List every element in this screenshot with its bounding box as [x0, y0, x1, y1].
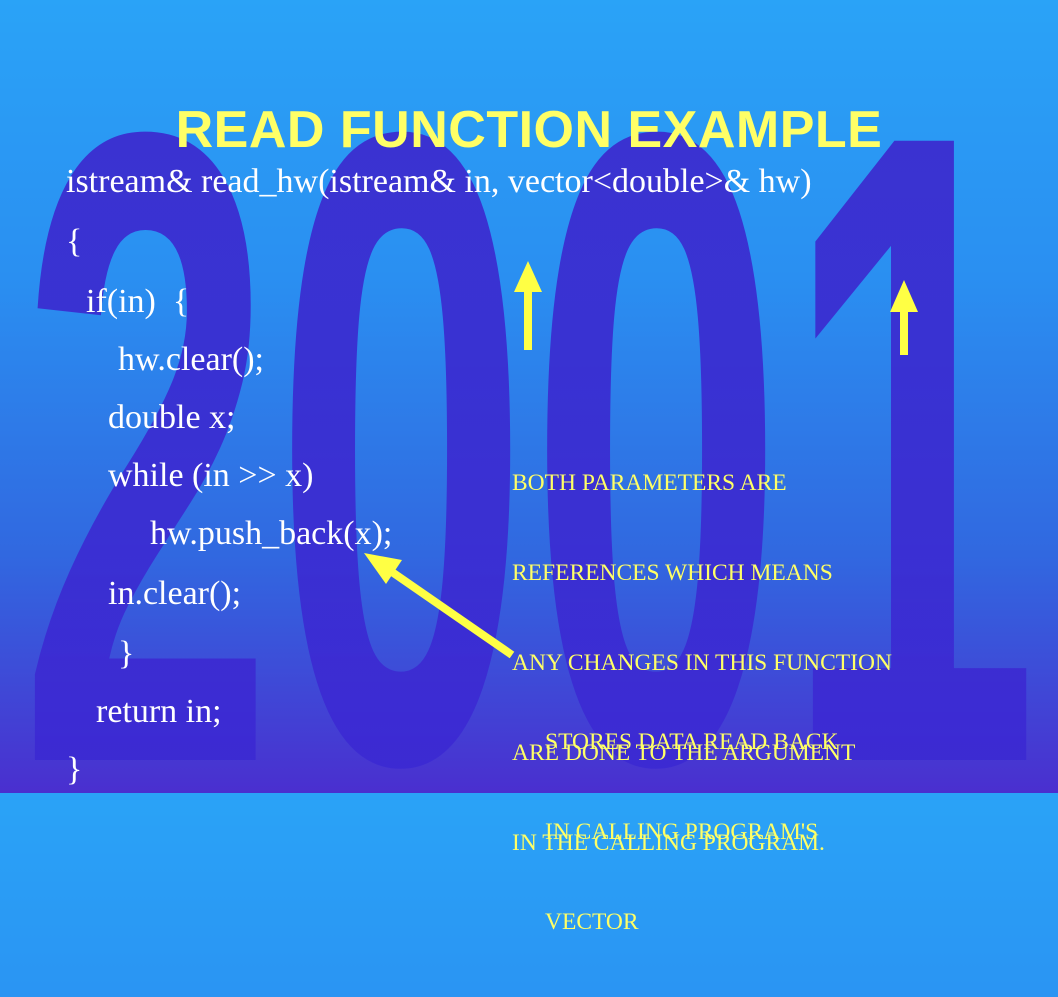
- code-line-close-brace: }: [66, 751, 83, 788]
- note-line: ARE DONE TO THE ARGUMENT: [512, 740, 856, 766]
- watermark-text: 2001: [19, 0, 1039, 793]
- note-line: ANY CHANGES IN THIS FUNCTION: [512, 650, 892, 676]
- note-line: VECTOR: [545, 909, 639, 935]
- slide-title: READ FUNCTION EXAMPLE: [175, 101, 883, 159]
- code-line-while: while (in >> x): [108, 457, 314, 494]
- code-line-in-clear: in.clear();: [108, 575, 242, 612]
- code-line-close-if: }: [118, 635, 135, 672]
- up-arrow-icon: [514, 261, 542, 350]
- note-line: REFERENCES WHICH MEANS: [512, 560, 833, 586]
- note-line: IN CALLING PROGRAM'S: [545, 819, 819, 845]
- diagonal-arrow-icon: [364, 553, 515, 659]
- code-line-if: if(in) {: [86, 283, 190, 320]
- code-line-return: return in;: [96, 693, 222, 730]
- arrows-layer: [364, 261, 918, 659]
- code-line-declare: double x;: [108, 399, 236, 436]
- up-arrow-icon: [890, 280, 918, 355]
- code-line-clear: hw.clear();: [118, 341, 264, 378]
- note-line: BOTH PARAMETERS ARE: [512, 470, 787, 496]
- code-line-signature: istream& read_hw(istream& in, vector<dou…: [66, 163, 812, 200]
- year-watermark: 2001: [19, 0, 1039, 793]
- note-line: STORES DATA READ BACK: [545, 729, 839, 755]
- slide: 2001 READ FUNCTION EXAMPLE istream& read…: [19, 0, 1039, 935]
- code-line-open-brace: {: [66, 223, 83, 260]
- code-line-push-back: hw.push_back(x);: [150, 515, 393, 552]
